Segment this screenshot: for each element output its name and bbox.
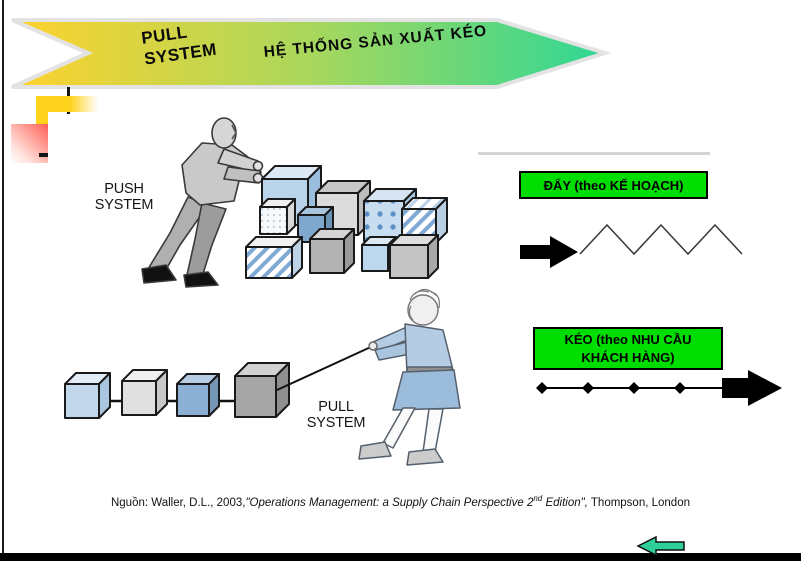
zigzag-plan-line	[579, 223, 743, 256]
push-flow-tag-text: ĐẨY (theo KẾ HOẠCH)	[543, 177, 684, 193]
pull-flow-line-and-arrow	[536, 370, 782, 406]
pull-box-chain	[64, 362, 290, 419]
push-flow-tag: ĐẨY (theo KẾ HOẠCH)	[519, 171, 708, 199]
left-border-line	[2, 0, 4, 553]
decor-pink-block	[11, 124, 48, 163]
decor-yellow-fade	[70, 96, 98, 112]
banner-arrow	[11, 18, 612, 89]
citation-text: Nguồn: Waller, D.L., 2003,"Operations Ma…	[110, 494, 690, 509]
pull-illustration	[64, 288, 461, 466]
decor-black-dash	[39, 153, 48, 157]
pull-rope	[276, 345, 374, 391]
pull-flow-tag: KÉO (theo NHU CẦU KHÁCH HÀNG)	[533, 327, 723, 370]
pull-flow-tag-line1: KÉO (theo NHU CẦU	[564, 331, 692, 347]
push-flow-arrow-icon	[520, 236, 578, 268]
push-system-label: PUSH SYSTEM	[94, 181, 154, 213]
bottom-border-bar	[0, 553, 801, 561]
decor-yellow-block	[36, 96, 70, 112]
pushing-man-figure	[141, 117, 264, 288]
pull-flow-tag-line2: KHÁCH HÀNG)	[581, 349, 675, 365]
divider-rule	[478, 152, 710, 155]
pull-system-label: PULL SYSTEM	[306, 399, 366, 431]
back-arrow-button[interactable]	[634, 535, 688, 557]
push-illustration	[141, 117, 448, 288]
decor-yellow-stem	[36, 112, 48, 125]
pulling-woman-figure	[358, 288, 461, 466]
push-box-pile	[245, 165, 448, 279]
